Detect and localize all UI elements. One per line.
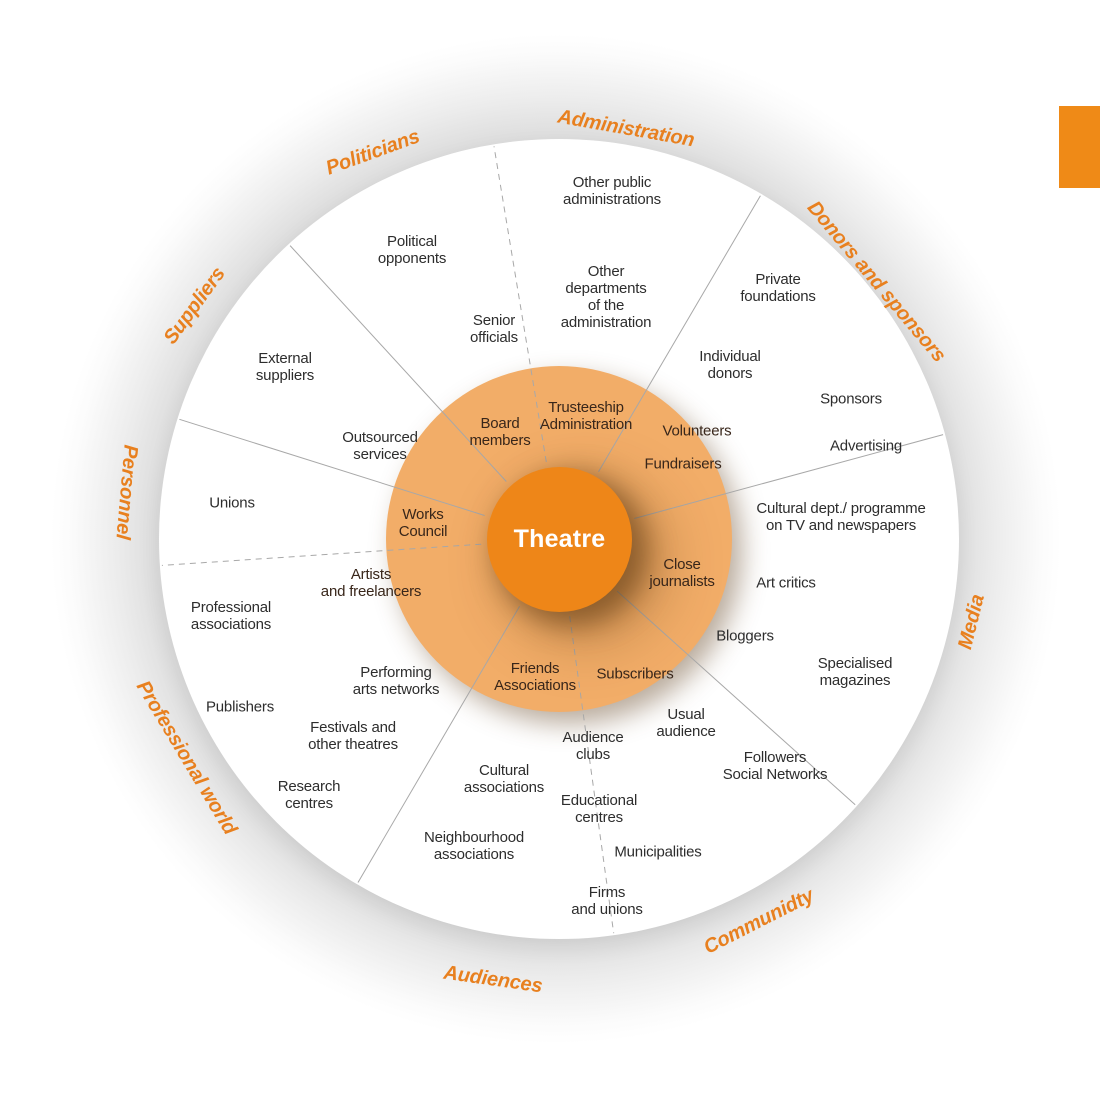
stakeholder-performing-arts-networks: Performing arts networks	[352, 663, 440, 698]
stakeholder-outsourced-services: Outsourced services	[342, 428, 418, 463]
stakeholder-audience-clubs: Audience clubs	[562, 728, 624, 763]
stakeholder-educational-centres: Educational centres	[560, 791, 638, 826]
stakeholder-external-suppliers: External suppliers	[255, 349, 315, 384]
stakeholder-political-opponents: Political opponents	[377, 232, 447, 267]
stakeholder-other-departments-of-the-administration: Other departments of the administration	[560, 262, 652, 332]
stakeholder-art-critics: Art critics	[756, 574, 816, 592]
stakeholder-senior-officials: Senior officials	[470, 311, 518, 346]
inner-stakeholder-friends-associations: Friends Associations	[494, 659, 576, 694]
inner-stakeholder-works-council: Works Council	[398, 505, 448, 540]
stakeholder-private-foundations: Private foundations	[740, 270, 816, 305]
stakeholder-usual-audience: Usual audience	[656, 705, 716, 740]
inner-stakeholder-trusteeship-administration: Trusteeship Administration	[539, 398, 633, 433]
inner-stakeholder-artists-and-freelancers: Artists and freelancers	[320, 565, 422, 600]
stakeholder-advertising: Advertising	[829, 437, 903, 455]
inner-stakeholder-fundraisers: Fundraisers	[644, 455, 722, 473]
corner-accent-rect	[1059, 106, 1100, 188]
stakeholder-municipalities: Municipalities	[614, 843, 702, 861]
inner-stakeholder-close-journalists: Close journalists	[649, 555, 715, 590]
stakeholder-specialised-magazines: Specialised magazines	[817, 654, 893, 689]
stakeholder-festivals-and-other-theatres: Festivals and other theatres	[308, 718, 398, 753]
center-label: Theatre	[513, 525, 606, 553]
stakeholder-bloggers: Bloggers	[716, 627, 774, 645]
stakeholder-other-public-administrations: Other public administrations	[563, 173, 661, 208]
stakeholder-followers-social-networks: Followers Social Networks	[722, 748, 828, 783]
stakeholder-professional-associations: Professional associations	[190, 598, 272, 633]
stakeholder-individual-donors: Individual donors	[699, 347, 761, 382]
stakeholder-sponsors: Sponsors	[820, 390, 882, 408]
stakeholder-neighbourhood-associations: Neighbourhood associations	[424, 828, 524, 863]
stakeholder-publishers: Publishers	[205, 698, 275, 716]
inner-stakeholder-volunteers: Volunteers	[662, 422, 732, 440]
inner-stakeholder-subscribers: Subscribers	[596, 665, 674, 683]
theatre-center-circle: Theatre	[487, 467, 632, 612]
stakeholder-research-centres: Research centres	[277, 777, 341, 812]
stakeholder-cultural-associations: Cultural associations	[463, 761, 545, 796]
stakeholder-unions: Unions	[209, 494, 255, 512]
stakeholder-cultural-dept-programme: Cultural dept./ programme on TV and news…	[756, 499, 926, 534]
inner-stakeholder-board-members: Board members	[469, 414, 531, 449]
stakeholder-firms-and-unions: Firms and unions	[571, 883, 643, 918]
